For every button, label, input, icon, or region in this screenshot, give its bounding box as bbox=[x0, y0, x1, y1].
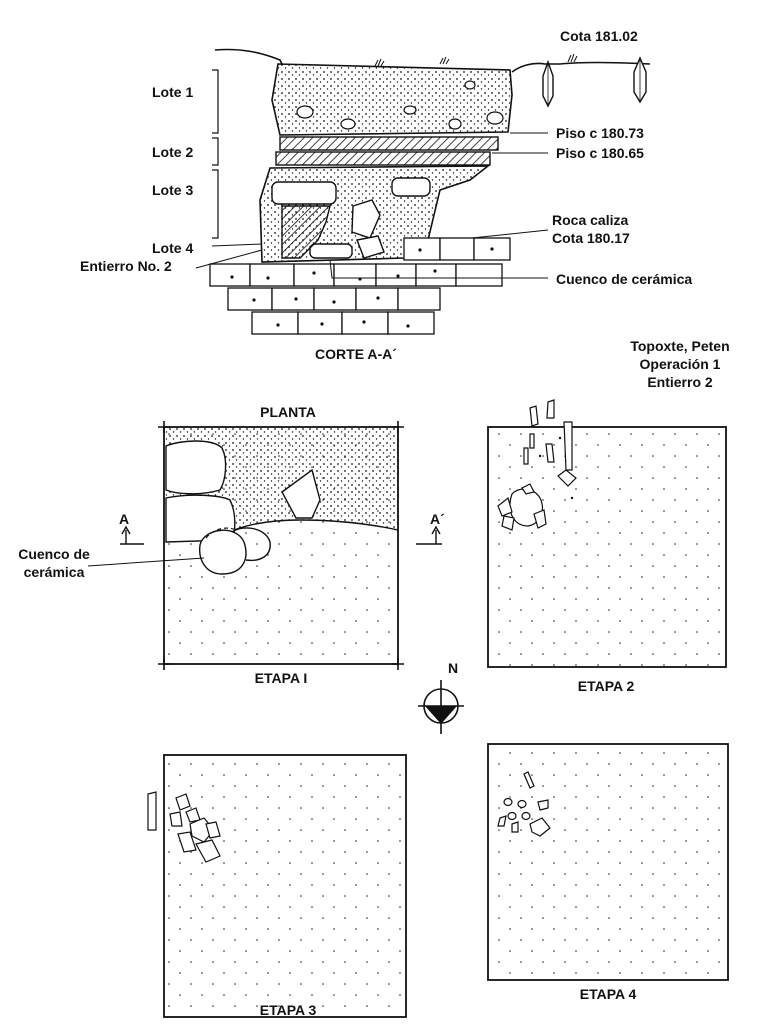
roca-label-line2: Cota 180.17 bbox=[552, 230, 630, 246]
marker-a-label: A bbox=[119, 511, 130, 527]
stage-1-label: ETAPA I bbox=[254, 670, 308, 686]
site-line-1: Topoxte, Peten bbox=[630, 338, 730, 354]
burial-label: Entierro No. 2 bbox=[80, 258, 172, 274]
plan-etapa-1 bbox=[87, 421, 442, 670]
marker-a-prime-label: A´ bbox=[430, 511, 445, 527]
section-title: CORTE A-A´ bbox=[315, 346, 397, 362]
plan-etapa-4 bbox=[487, 743, 729, 981]
cuenco-plan-label-line1: Cuenco de bbox=[18, 546, 90, 562]
lote-4-label: Lote 4 bbox=[152, 240, 194, 256]
plan-etapa-2 bbox=[487, 399, 727, 668]
cuenco-section-label: Cuenco de cerámica bbox=[556, 271, 693, 287]
stage-2-label: ETAPA 2 bbox=[577, 678, 635, 694]
stage-3-label: ETAPA 3 bbox=[259, 1002, 317, 1018]
roca-label-line1: Roca caliza bbox=[552, 212, 629, 228]
lote-3-label: Lote 3 bbox=[152, 182, 194, 198]
section-profile bbox=[195, 48, 651, 335]
plan-etapa-3 bbox=[147, 754, 407, 1018]
cota-top-label: Cota 181.02 bbox=[560, 28, 638, 44]
cuenco-plan-label-line2: cerámica bbox=[23, 564, 85, 580]
stage-4-label: ETAPA 4 bbox=[579, 986, 637, 1002]
piso-1-label: Piso c 180.73 bbox=[556, 125, 644, 141]
site-line-3: Entierro 2 bbox=[647, 374, 713, 390]
site-line-2: Operación 1 bbox=[639, 356, 721, 372]
lote-2-label: Lote 2 bbox=[152, 144, 194, 160]
north-arrow-icon bbox=[418, 680, 464, 734]
piso-2-label: Piso c 180.65 bbox=[556, 145, 644, 161]
plan-title: PLANTA bbox=[260, 404, 316, 420]
north-label: N bbox=[448, 660, 459, 676]
lote-1-label: Lote 1 bbox=[152, 84, 194, 100]
